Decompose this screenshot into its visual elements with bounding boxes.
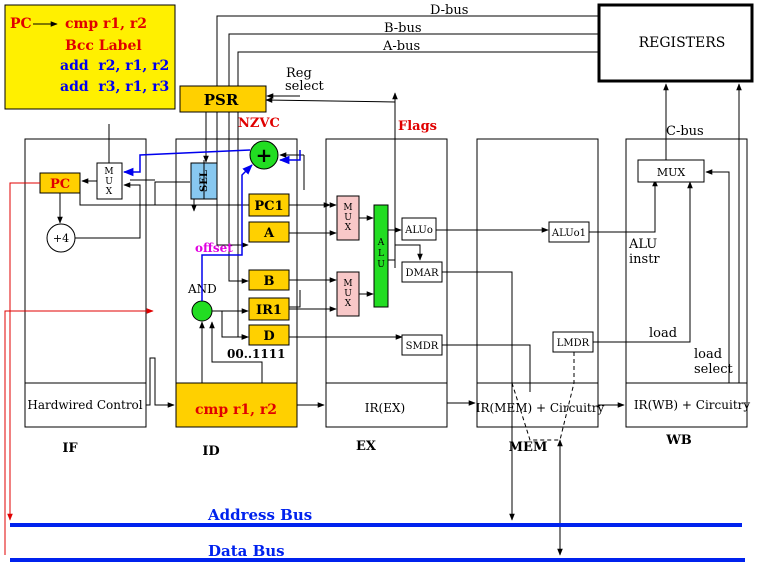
alu-u: U: [377, 260, 385, 270]
reg-select-label-2: select: [285, 79, 324, 94]
d-bus-label: D-bus: [430, 3, 468, 18]
id-instr-label: cmp r1, r2: [195, 402, 277, 418]
aluo1-label: ALUo1: [551, 228, 586, 239]
ex-mux-2-x: X: [345, 299, 352, 309]
branch-adder: [249, 140, 279, 170]
ex-mux-1-m: M: [343, 203, 352, 213]
a-label: A: [263, 226, 275, 241]
data-bus-label: Data Bus: [208, 542, 285, 560]
smdr-label: SMDR: [406, 341, 439, 352]
load-label: load: [649, 326, 677, 341]
alu-instr-label-2: instr: [629, 252, 660, 267]
ir-mem-label: IR(MEM) + Circuitry: [476, 401, 605, 415]
and-const-label: 00..1111: [227, 347, 285, 361]
alu-l: L: [378, 249, 384, 259]
a-bus-label: A-bus: [382, 39, 420, 54]
b-bus-label: B-bus: [384, 21, 422, 36]
alu-a: A: [377, 238, 385, 248]
registers-label: REGISTERS: [639, 35, 726, 51]
psr-label: PSR: [204, 91, 239, 109]
code-line-3: add r2, r1, r2: [60, 58, 169, 74]
ex-mux-1-x: X: [345, 223, 352, 233]
psr-register: [179, 85, 267, 113]
and-gate: [191, 300, 213, 322]
a-register: [248, 221, 290, 243]
pc1-label: PC1: [254, 199, 283, 214]
alu: [373, 204, 389, 308]
b-label: B: [264, 274, 275, 289]
ex-mux-2-u: U: [344, 289, 352, 299]
aluo-label: ALUo: [404, 225, 433, 236]
load-select-label: load: [694, 347, 722, 362]
c-bus-label: C-bus: [666, 124, 704, 139]
stage-mem-box: [476, 138, 599, 428]
aluo-register: [401, 217, 437, 241]
flags-label: Flags: [398, 119, 437, 134]
nzvc-label: NZVC: [238, 116, 280, 131]
code-line-2: Bcc Label: [65, 38, 142, 54]
ir-wb-label: IR(WB) + Circuitry: [634, 398, 751, 412]
stage-wb-box: [625, 138, 748, 428]
code-line-1: cmp r1, r2: [65, 16, 147, 32]
ir1-label: IR1: [256, 303, 282, 318]
ex-mux-2-m: M: [343, 279, 352, 289]
if-mux-u: U: [105, 177, 113, 187]
stage-if-label: IF: [62, 441, 78, 456]
ir-ex-label: IR(EX): [365, 401, 405, 415]
load-select-label-2: select: [694, 362, 733, 377]
ex-mux-1-u: U: [344, 213, 352, 223]
registers-box: [597, 3, 754, 83]
pc-label: PC: [50, 177, 70, 192]
dmar-label: DMAR: [405, 268, 438, 279]
wb-mux-label: MUX: [657, 166, 686, 179]
code-pc-label: PC: [10, 16, 32, 32]
if-mux-x: X: [106, 187, 113, 197]
d-label: D: [263, 329, 274, 344]
address-bus-label: Address Bus: [207, 506, 312, 524]
alu-instr-label: ALU: [628, 237, 657, 252]
lmdr-label: LMDR: [557, 338, 590, 349]
stage-wb-label: WB: [665, 433, 692, 448]
d-register: [248, 324, 290, 346]
code-line-4: add r3, r1, r3: [60, 79, 169, 95]
plus4-label: +4: [53, 232, 69, 245]
wb-mux: [637, 159, 705, 183]
id-instr-box: [175, 382, 298, 428]
stage-id-label: ID: [202, 444, 219, 459]
hardwired-control-label: Hardwired Control: [27, 398, 142, 412]
adder-label: +: [256, 143, 273, 167]
offset-label: offset: [195, 241, 233, 255]
stage-mem-label: MEM: [509, 440, 548, 455]
stage-ex-label: EX: [356, 439, 377, 454]
if-mux-m: M: [104, 167, 113, 177]
reg-select-label: Reg: [286, 66, 312, 81]
code-box: [4, 4, 176, 110]
